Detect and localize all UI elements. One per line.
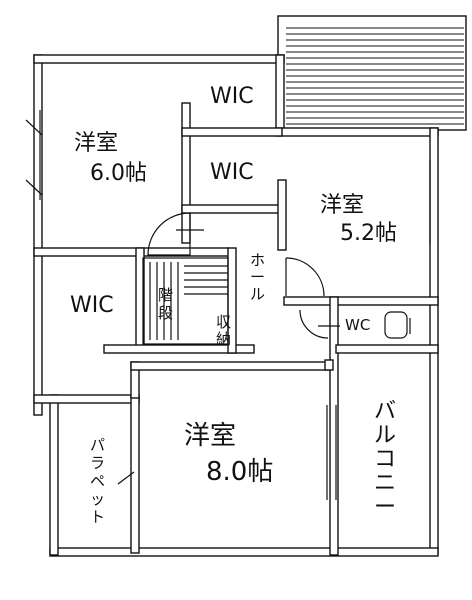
balcony-char-1: バ xyxy=(374,399,396,424)
parapet-char-2: ラ xyxy=(90,454,105,472)
parapet-label: パ ラ ペ ッ ト xyxy=(90,436,105,526)
wic-label-top: WIC xyxy=(210,84,254,109)
staircase xyxy=(142,257,229,345)
parapet-char-4: ッ xyxy=(90,490,105,508)
wc-label: WC xyxy=(345,316,370,334)
storage-char-2: 納 xyxy=(216,330,231,348)
stairs-char-1: 階 xyxy=(158,286,173,304)
parapet-char-1: パ xyxy=(90,436,105,454)
balcony-char-3: コ xyxy=(374,447,396,472)
room-label-6-size: 6.0帖 xyxy=(90,161,147,186)
hall-label: ホ ー ル xyxy=(250,251,265,303)
parapet-char-5: ト xyxy=(90,508,105,526)
hall-char-3: ル xyxy=(250,285,265,303)
storage-label: 収 納 xyxy=(216,313,231,348)
windows xyxy=(39,110,431,500)
parapet-char-3: ペ xyxy=(90,472,105,490)
stairs-char-2: 段 xyxy=(158,304,173,322)
toilet-fixture xyxy=(384,311,411,339)
balcony-char-2: ル xyxy=(374,423,396,448)
outer-walls xyxy=(33,54,439,557)
room-label-8-size: 8.0帖 xyxy=(206,457,273,487)
interior-walls xyxy=(33,102,439,556)
room-label-52-name: 洋室 xyxy=(320,193,364,218)
wic-label-middle: WIC xyxy=(210,160,254,185)
door-swings xyxy=(25,119,340,485)
room-label-52-size: 5.2帖 xyxy=(340,221,397,246)
hall-char-1: ホ xyxy=(250,251,265,269)
balcony-char-4: ニ xyxy=(374,471,396,496)
wic-label-left: WIC xyxy=(70,293,114,318)
stair-treads xyxy=(149,262,228,340)
balcony-char-5: ー xyxy=(374,495,396,520)
room-label-6-name: 洋室 xyxy=(74,131,118,156)
storage-char-1: 収 xyxy=(216,313,231,331)
stairs-label: 階 段 xyxy=(158,286,173,322)
room-label-8-name: 洋室 xyxy=(184,421,236,451)
balcony-hatching xyxy=(286,27,464,125)
balcony-label: バ ル コ ニ ー xyxy=(374,399,396,520)
hall-char-2: ー xyxy=(250,268,265,286)
upper-balcony xyxy=(277,15,467,131)
